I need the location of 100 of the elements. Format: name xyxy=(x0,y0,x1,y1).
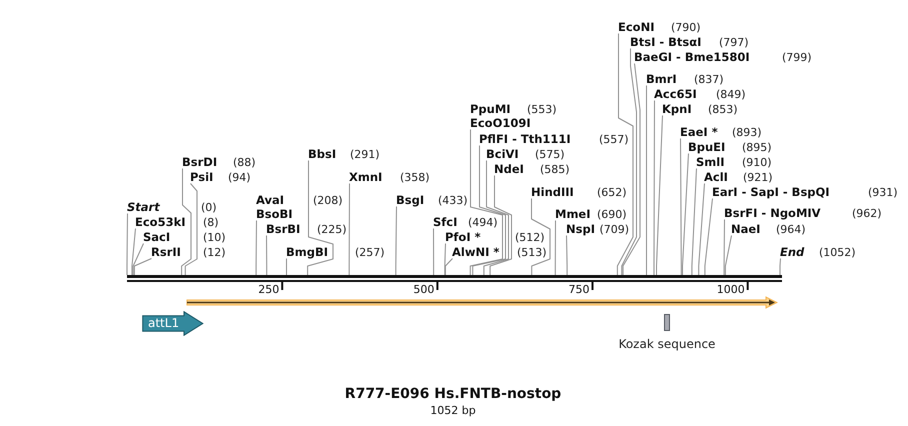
enzyme-name: BpuEI xyxy=(688,140,726,154)
enzyme-name: HindIII xyxy=(531,186,574,198)
enzyme-name: PpuMI xyxy=(470,102,511,116)
leader-line xyxy=(554,220,556,276)
leader-line xyxy=(682,153,689,276)
site-position: (962) xyxy=(852,206,882,220)
site-position: (790) xyxy=(671,20,701,34)
enzyme-name: BbsI xyxy=(308,148,336,160)
site-position: (94) xyxy=(228,170,251,184)
enzyme-name: EcoNI xyxy=(618,20,654,34)
enzyme-name: EaeI * xyxy=(680,126,718,138)
feature-label: Kozak sequence xyxy=(618,338,716,351)
site-position: (709) xyxy=(600,222,630,236)
leader-line xyxy=(307,160,334,276)
sequence-end-label: Start xyxy=(127,200,160,214)
site-position: (799) xyxy=(782,50,812,64)
leader-line xyxy=(621,48,637,276)
enzyme-name: KpnI xyxy=(662,102,692,116)
leader-line xyxy=(470,129,503,276)
enzyme-name: BaeGI - Bme1580I xyxy=(634,50,750,64)
leader-line xyxy=(348,183,350,276)
ruler-tick-label: 750 xyxy=(568,283,590,296)
leader-line xyxy=(286,258,287,276)
leader-line xyxy=(472,145,506,276)
leader-line xyxy=(656,115,663,276)
leader-line xyxy=(691,168,697,276)
sequence-backbone xyxy=(126,275,782,292)
reading-frame-bar xyxy=(186,296,778,309)
enzyme-name: BsrFI - NgoMIV xyxy=(724,206,821,220)
site-position: (513) xyxy=(517,246,547,258)
enzyme-name: EarI - SapI - BspQI xyxy=(712,186,830,198)
site-position: (553) xyxy=(527,102,557,116)
leader-line xyxy=(780,258,781,276)
sequence-length: 1052 bp xyxy=(430,404,476,416)
site-position: (921) xyxy=(743,170,773,184)
enzyme-name: MmeI xyxy=(555,208,591,220)
enzyme-name: NspI xyxy=(566,222,595,236)
enzyme-name: NaeI xyxy=(731,222,760,236)
site-position: (1052) xyxy=(819,246,856,258)
enzyme-name: PfoI * xyxy=(445,230,481,244)
feature-label: attL1 xyxy=(148,317,180,330)
leader-line xyxy=(266,235,268,276)
leader-line xyxy=(616,33,634,276)
leader-line xyxy=(132,228,136,276)
leader-line xyxy=(680,138,682,276)
site-position: (557) xyxy=(599,132,629,146)
enzyme-name: AclI xyxy=(704,170,728,184)
leader-line xyxy=(132,243,144,276)
site-position: (575) xyxy=(535,148,565,160)
enzyme-name: BsgI xyxy=(396,194,424,206)
enzyme-name: BmgBI xyxy=(286,246,328,258)
site-position: (433) xyxy=(438,194,468,206)
diagram-title: R777-E096 Hs.FNTB-nostop xyxy=(344,386,562,403)
ruler-tick-label: 250 xyxy=(258,283,280,296)
leader-line xyxy=(622,63,640,276)
leader-line xyxy=(531,198,550,276)
enzyme-name: RsrII xyxy=(151,246,181,258)
enzyme-name: NdeI xyxy=(494,162,524,176)
enzyme-name: SfcI xyxy=(433,216,458,228)
leader-line xyxy=(395,206,397,276)
site-position: (849) xyxy=(716,88,746,100)
enzyme-name: BsrDI xyxy=(182,156,218,168)
site-position: (208) xyxy=(313,194,343,206)
site-position: (291) xyxy=(350,148,380,160)
leader-line xyxy=(646,85,647,276)
enzyme-name: BsoBI xyxy=(256,208,293,220)
enzyme-name: BmrI xyxy=(646,72,677,86)
site-position: (257) xyxy=(355,246,385,258)
enzyme-name: PflFI - Tth111I xyxy=(479,132,571,146)
site-position: (8) xyxy=(203,216,219,228)
site-position: (895) xyxy=(742,140,772,154)
site-position: (494) xyxy=(468,216,498,228)
leader-line xyxy=(654,100,655,276)
leader-line xyxy=(698,183,705,276)
leader-line xyxy=(256,220,257,276)
enzyme-name: AlwNI * xyxy=(452,246,500,258)
site-position: (585) xyxy=(540,162,570,176)
enzyme-name: BciVI xyxy=(486,148,519,160)
site-position: (88) xyxy=(233,156,256,168)
enzyme-name: Eco53kI xyxy=(135,216,186,228)
site-position: (964) xyxy=(776,222,806,236)
enzyme-name: SacI xyxy=(143,230,170,244)
leader-line xyxy=(184,183,198,276)
leader-line xyxy=(566,235,568,276)
site-position: (12) xyxy=(203,246,226,258)
enzyme-name: BsrBI xyxy=(266,222,300,236)
leader-line xyxy=(483,160,509,276)
site-position: (225) xyxy=(317,222,347,236)
site-position: (797) xyxy=(719,36,749,48)
site-position: (893) xyxy=(732,126,762,138)
leader-line xyxy=(444,258,453,276)
site-position: (358) xyxy=(400,170,430,184)
leader-line xyxy=(126,213,128,276)
leader-line xyxy=(181,168,192,276)
site-position: (512) xyxy=(515,230,545,244)
site-position: (10) xyxy=(203,230,226,244)
leader-line xyxy=(433,228,434,276)
site-position: (910) xyxy=(742,156,772,168)
leader-line xyxy=(704,198,713,276)
ruler-tick-label: 500 xyxy=(413,283,434,296)
